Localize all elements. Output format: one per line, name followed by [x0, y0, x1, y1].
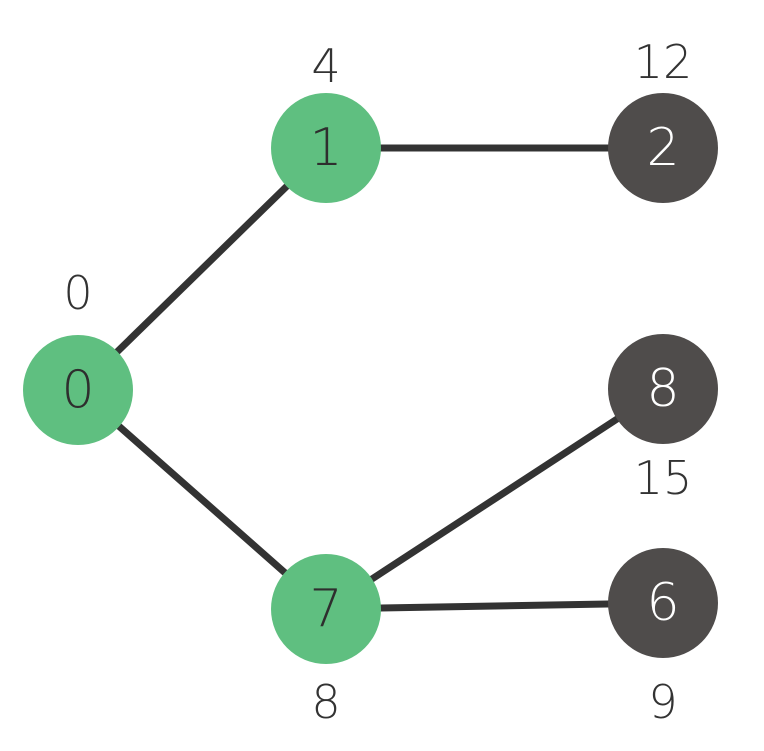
node-7: 7: [271, 554, 381, 664]
node-circle: [271, 93, 381, 203]
node-label: 2: [646, 118, 679, 178]
node-6: 6: [608, 548, 718, 658]
node-circle: [271, 554, 381, 664]
edge-7-8: [322, 385, 667, 613]
distance-label-node-8: 15: [634, 451, 693, 505]
node-0: 0: [23, 335, 133, 445]
node-circle: [608, 548, 718, 658]
node-circle: [608, 334, 718, 444]
edge-0-1: [74, 144, 330, 394]
distance-label-node-0: 0: [63, 266, 92, 320]
edges: [74, 144, 667, 613]
node-label: 1: [309, 118, 342, 178]
node-1: 1: [271, 93, 381, 203]
edge-7-6: [322, 599, 667, 613]
node-circle: [608, 93, 718, 203]
node-8: 8: [608, 334, 718, 444]
distance-label-node-6: 9: [648, 675, 677, 729]
node-2: 2: [608, 93, 718, 203]
node-label: 8: [646, 359, 679, 419]
distance-labels: 0 4 12 8 15 9: [63, 35, 692, 729]
distance-label-node-2: 12: [634, 35, 693, 89]
node-label: 7: [309, 579, 342, 639]
node-circle: [23, 335, 133, 445]
distance-label-node-7: 8: [311, 675, 340, 729]
distance-label-node-1: 4: [311, 39, 340, 93]
nodes: 0 1 2 7 8 6: [23, 93, 718, 664]
edge-0-7: [74, 386, 330, 613]
node-label: 0: [61, 360, 94, 420]
node-label: 6: [646, 573, 679, 633]
